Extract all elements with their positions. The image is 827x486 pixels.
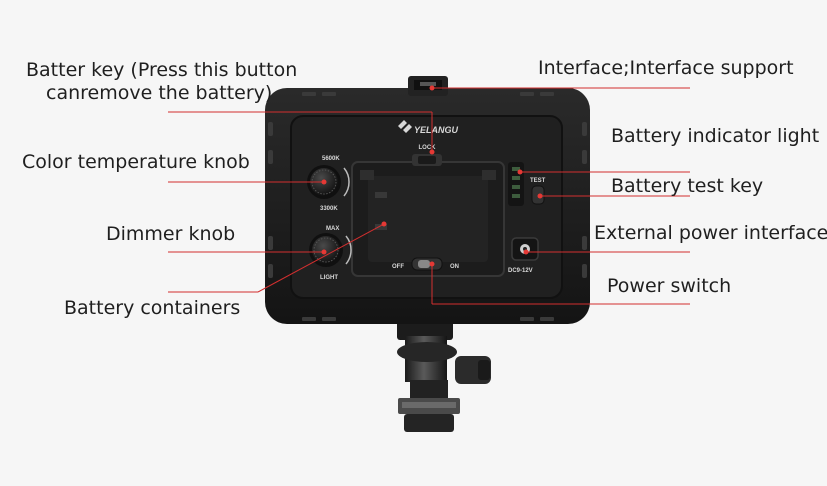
- dot-color-temp: [321, 179, 327, 185]
- dimmer-knob[interactable]: [309, 233, 352, 267]
- brand-text: YELANGU: [414, 125, 459, 135]
- dot-dimmer: [321, 249, 327, 255]
- callout-dots: [321, 85, 543, 267]
- test-text: TEST: [530, 178, 546, 184]
- temp-low-text: 3300K: [320, 206, 338, 212]
- battery-indicator-lights: [508, 162, 524, 206]
- dot-power-switch: [429, 261, 435, 267]
- label-interface: Interface;Interface support: [538, 57, 794, 79]
- on-text: ON: [450, 264, 459, 270]
- callout-battery-containers-diag: [257, 223, 385, 293]
- power-switch[interactable]: [411, 257, 443, 271]
- dot-interface: [429, 85, 435, 91]
- lock-text: LOCK: [419, 145, 437, 151]
- brand-logo: YELANGU: [398, 120, 459, 135]
- light-text: LIGHT: [320, 275, 338, 281]
- external-power-interface: [511, 237, 539, 261]
- dot-test-key: [537, 193, 543, 199]
- top-interface-mount: [408, 76, 448, 96]
- label-battery-indicator: Battery indicator light: [611, 125, 820, 147]
- label-power-switch: Power switch: [607, 275, 732, 297]
- dot-battery-indicator: [517, 169, 523, 175]
- dot-batter-key: [429, 149, 435, 155]
- callout-lines: [168, 87, 690, 305]
- dc-text: DC9-12V: [508, 268, 533, 274]
- label-batter-key-line1: Batter key (Press this button: [26, 59, 298, 81]
- label-color-temperature-knob: Color temperature knob: [22, 151, 250, 173]
- label-battery-test-key: Battery test key: [611, 175, 764, 197]
- off-text: OFF: [392, 264, 404, 270]
- battery-lock-key[interactable]: [412, 154, 442, 166]
- label-batter-key-line2: canremove the battery): [46, 82, 273, 104]
- dot-battery-containers: [381, 221, 387, 227]
- brand-logo-icon: [398, 120, 412, 133]
- battery-container: [351, 161, 505, 277]
- shoe-mount: [397, 318, 491, 432]
- dot-external-power: [523, 249, 529, 255]
- temp-high-text: 5600K: [322, 156, 340, 162]
- label-battery-containers: Battery containers: [64, 297, 241, 319]
- label-external-power: External power interface: [594, 222, 827, 244]
- label-dimmer-knob: Dimmer knob: [106, 223, 236, 245]
- max-text: MAX: [326, 226, 339, 232]
